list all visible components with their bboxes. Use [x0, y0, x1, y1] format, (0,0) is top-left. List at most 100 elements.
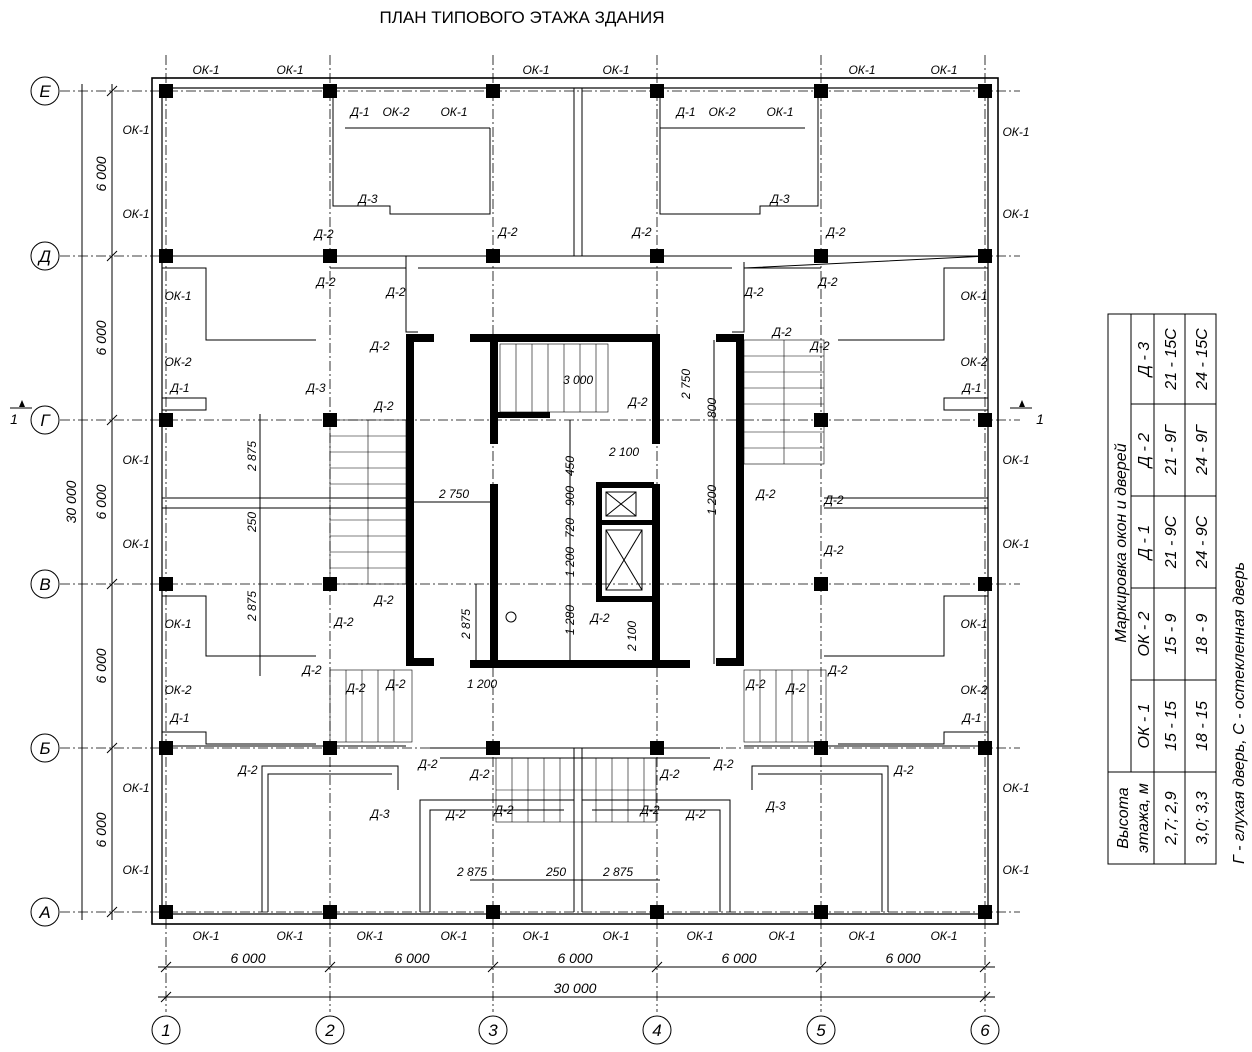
door-mark: Д-1 [168, 711, 189, 725]
svg-text:2 100: 2 100 [625, 621, 639, 652]
legend-col-ok1: ОК - 1 [1136, 704, 1153, 749]
legend-table: Высота этажа, м Маркировка окон и дверей… [1107, 313, 1248, 865]
window-mark: ОК-1 [440, 105, 467, 119]
col-label-3: 3 [488, 1021, 498, 1040]
legend-row-height: 3,0; 3,3 [1194, 791, 1211, 844]
legend-cell: 18 - 9 [1194, 613, 1211, 654]
door-mark: Д-2 [816, 275, 837, 289]
window-mark: ОК-1 [164, 289, 191, 303]
dimension-lines-bottom: 6 000 6 000 6 000 6 000 6 000 30 000 [158, 950, 995, 1003]
window-mark: ОК-1 [602, 929, 629, 943]
door-mark: Д-2 [626, 395, 647, 409]
window-mark: ОК-1 [1002, 207, 1029, 221]
row-label-d: Д [37, 247, 51, 266]
window-mark: ОК-1 [522, 929, 549, 943]
window-mark: ОК-1 [164, 617, 191, 631]
dim-row-5: 6 000 [93, 812, 109, 847]
window-mark: ОК-2 [164, 683, 191, 697]
svg-text:250: 250 [545, 865, 566, 879]
door-mark: Д-3 [764, 799, 785, 813]
door-mark: Д-2 [892, 763, 913, 777]
svg-text:450: 450 [563, 456, 577, 476]
dim-span-2: 6 000 [394, 950, 429, 966]
window-mark: ОК-2 [708, 105, 735, 119]
stair-left [329, 419, 407, 585]
outer-walls [151, 77, 999, 925]
svg-text:1 200: 1 200 [563, 547, 577, 577]
legend-col-d3: Д - 3 [1136, 342, 1153, 378]
door-marks: Д-1 Д-1 Д-3 Д-3 Д-2 Д-2 Д-2 Д-2 Д-2 Д-2 … [168, 105, 981, 821]
window-mark: ОК-1 [122, 781, 149, 795]
door-mark: Д-1 [960, 381, 981, 395]
window-mark: ОК-1 [960, 617, 987, 631]
svg-text:2 875: 2 875 [459, 609, 473, 640]
window-mark: ОК-1 [440, 929, 467, 943]
dim-row-1: 6 000 [93, 156, 109, 191]
door-mark: Д-3 [356, 192, 377, 206]
stair-small-right [743, 669, 827, 743]
svg-text:250: 250 [245, 512, 259, 533]
svg-text:2 100: 2 100 [608, 445, 639, 459]
dim-row-4: 6 000 [93, 648, 109, 683]
legend-cell: 24 - 9С [1194, 515, 1211, 569]
col-label-4: 4 [652, 1021, 661, 1040]
stair-right [743, 339, 825, 465]
window-mark: ОК-1 [1002, 453, 1029, 467]
legend-col-d1: Д - 1 [1136, 525, 1153, 561]
section-mark-left: 1 [10, 400, 32, 427]
window-mark: ОК-1 [766, 105, 793, 119]
row-label-b: Б [39, 739, 50, 758]
door-mark: Д-2 [684, 807, 705, 821]
door-mark: Д-3 [304, 381, 325, 395]
grid-axes [60, 55, 1020, 1012]
row-label-v: В [39, 575, 50, 594]
legend-cell: 15 - 15 [1163, 701, 1180, 751]
legend-header: Маркировка окон и дверей [1113, 443, 1130, 642]
svg-text:3 000: 3 000 [563, 373, 593, 387]
window-mark: ОК-2 [164, 355, 191, 369]
window-mark: ОК-1 [122, 863, 149, 877]
row-axis-bubbles: Е Д Г В Б А [30, 76, 60, 927]
door-mark: Д-2 [822, 493, 843, 507]
legend-cell: 21 - 9Г [1163, 424, 1180, 476]
door-mark: Д-2 [368, 339, 389, 353]
legend-height-title: Высота [1115, 787, 1132, 848]
window-mark: ОК-1 [960, 289, 987, 303]
legend-row-height: 2,7; 2,9 [1163, 791, 1180, 845]
door-mark: Д-2 [822, 543, 843, 557]
window-mark: ОК-1 [356, 929, 383, 943]
door-mark: Д-2 [332, 615, 353, 629]
door-mark: Д-1 [168, 381, 189, 395]
door-mark: Д-2 [492, 803, 513, 817]
door-mark: Д-2 [658, 767, 679, 781]
door-mark: Д-2 [314, 275, 335, 289]
window-mark: ОК-2 [960, 355, 987, 369]
window-mark: ОК-1 [1002, 125, 1029, 139]
dim-span-5: 6 000 [885, 950, 920, 966]
door-mark: Д-2 [712, 757, 733, 771]
window-mark: ОК-2 [382, 105, 409, 119]
door-mark: Д-2 [444, 807, 465, 821]
door-mark: Д-2 [754, 487, 775, 501]
svg-text:2 875: 2 875 [602, 865, 633, 879]
window-mark: ОК-1 [192, 63, 219, 77]
svg-text:1: 1 [10, 411, 18, 427]
door-mark: Д-2 [312, 227, 333, 241]
window-marks: ОК-1 ОК-1 ОК-1 ОК-1 ОК-1 ОК-1 ОК-2 ОК-1 … [122, 63, 1029, 943]
row-label-a: А [38, 903, 50, 922]
door-mark: Д-2 [824, 225, 845, 239]
door-mark: Д-2 [826, 663, 847, 677]
window-mark: ОК-1 [848, 63, 875, 77]
legend-cell: 18 - 15 [1194, 701, 1211, 751]
legend-cell: 15 - 9 [1163, 613, 1180, 654]
window-mark: ОК-1 [122, 123, 149, 137]
door-mark: Д-2 [770, 325, 791, 339]
svg-text:1: 1 [1036, 411, 1044, 427]
window-mark: ОК-1 [122, 207, 149, 221]
svg-text:800: 800 [705, 398, 719, 418]
svg-text:1 200: 1 200 [705, 485, 719, 515]
row-label-g: Г [40, 411, 51, 430]
window-mark: ОК-1 [276, 929, 303, 943]
svg-text:2 875: 2 875 [245, 441, 259, 472]
window-mark: ОК-1 [1002, 781, 1029, 795]
